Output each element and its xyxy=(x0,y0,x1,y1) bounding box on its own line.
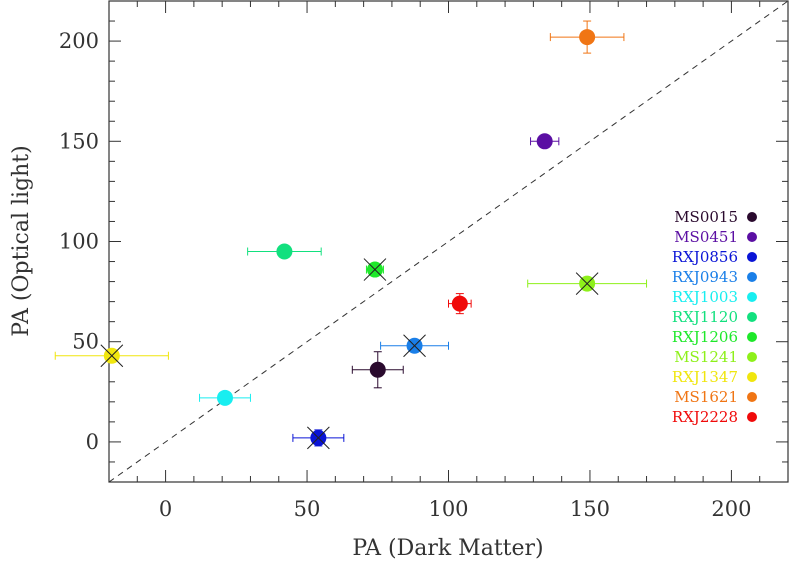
cross-mark xyxy=(575,272,599,295)
point-rxj0856 xyxy=(292,426,345,450)
legend-marker-ms1241 xyxy=(747,352,757,362)
y-tick-label: 0 xyxy=(86,430,99,454)
cross-mark xyxy=(100,344,124,368)
y-tick-label: 50 xyxy=(72,330,99,354)
cross-mark xyxy=(363,258,387,281)
legend-marker-rxj0856 xyxy=(747,252,757,262)
legend-label-ms0451: MS0451 xyxy=(674,228,738,246)
legend-marker-ms0451 xyxy=(747,232,757,242)
data-marker xyxy=(451,295,468,312)
x-tick-label: 150 xyxy=(570,497,610,521)
cross-mark xyxy=(307,426,330,450)
legend-label-rxj0856: RXJ0856 xyxy=(672,248,738,266)
tick-labels: 0 50 100 150 200 0 50 100 150 200 xyxy=(59,29,752,521)
point-ms1241 xyxy=(527,272,648,295)
point-rxj1120 xyxy=(247,243,322,260)
x-tick-label: 100 xyxy=(428,497,468,521)
y-axis-title: PA (Optical light) xyxy=(9,145,34,336)
data-marker xyxy=(536,133,553,150)
legend-marker-rxj0943 xyxy=(747,272,757,282)
x-axis-title: PA (Dark Matter) xyxy=(352,536,543,561)
legend-label-rxj0943: RXJ0943 xyxy=(672,268,738,286)
data-marker xyxy=(579,29,596,46)
legend-marker-rxj1347 xyxy=(747,372,757,382)
point-rxj1003 xyxy=(199,389,251,406)
y-tick-label: 200 xyxy=(59,29,99,53)
legend-marker-ms0015 xyxy=(747,212,757,222)
point-rxj1347 xyxy=(54,344,169,368)
x-tick-label: 50 xyxy=(294,497,321,521)
data-marker xyxy=(276,243,293,260)
legend-label-ms0015: MS0015 xyxy=(674,208,738,226)
identity-reference-line xyxy=(108,0,789,483)
y-tick-label: 100 xyxy=(59,230,99,254)
legend-label-ms1241: MS1241 xyxy=(674,348,738,366)
legend-marker-rxj2228 xyxy=(747,412,757,422)
legend-label-rxj1206: RXJ1206 xyxy=(672,328,738,346)
legend-marker-rxj1206 xyxy=(747,332,757,342)
data-marker xyxy=(216,389,233,406)
legend: MS0015MS0451RXJ0856RXJ0943RXJ1003RXJ1120… xyxy=(672,208,757,426)
legend-label-rxj1003: RXJ1003 xyxy=(672,288,738,306)
legend-label-rxj1347: RXJ1347 xyxy=(672,368,738,386)
point-rxj1206 xyxy=(363,258,387,281)
point-ms0015 xyxy=(351,351,404,389)
point-ms1621 xyxy=(549,20,625,54)
y-tick-label: 150 xyxy=(59,129,99,153)
legend-marker-rxj1003 xyxy=(747,292,757,302)
point-rxj0943 xyxy=(380,334,449,358)
legend-label-rxj2228: RXJ2228 xyxy=(672,408,738,426)
x-tick-label: 200 xyxy=(711,497,751,521)
cross-mark xyxy=(403,334,426,358)
point-ms0451 xyxy=(530,133,560,150)
point-rxj2228 xyxy=(448,293,472,315)
data-points xyxy=(54,20,648,450)
legend-label-ms1621: MS1621 xyxy=(674,388,738,406)
legend-marker-rxj1120 xyxy=(747,312,757,322)
legend-label-rxj1120: RXJ1120 xyxy=(672,308,738,326)
x-tick-label: 0 xyxy=(159,497,172,521)
data-marker xyxy=(369,361,386,378)
legend-marker-ms1621 xyxy=(747,392,757,402)
